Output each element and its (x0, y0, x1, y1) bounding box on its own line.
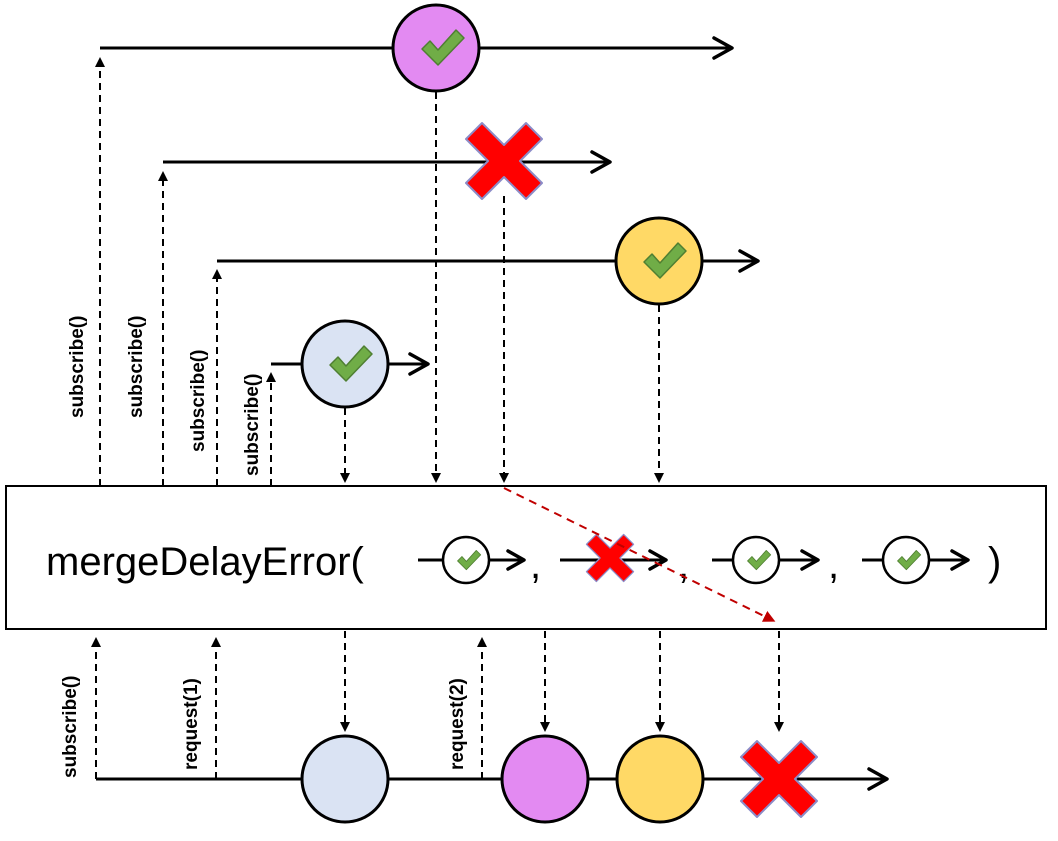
operator-mini-source-4 (862, 535, 970, 585)
request-2-label: request(2) (447, 678, 468, 770)
source-3-completion-marble (614, 216, 704, 306)
delayed-error-arrow (503, 487, 776, 622)
source-1-completion-marble (391, 3, 481, 93)
subscribe-label-source-2: subscribe() (126, 316, 147, 418)
separator-1: , (530, 543, 541, 587)
request-1-label: request(1) (181, 678, 202, 770)
operator-mini-source-2 (560, 533, 668, 583)
operator-box (5, 485, 1047, 630)
operator-mini-source-3 (712, 535, 820, 585)
operator-name: mergeDelayError( (46, 540, 365, 584)
source-4-completion-marble (300, 319, 390, 409)
subscribe-label-source-1: subscribe() (67, 316, 88, 418)
subscribe-label-source-3: subscribe() (188, 350, 209, 452)
subscribe-label-source-4: subscribe() (242, 374, 263, 476)
output-subscribe-label: subscribe() (60, 676, 81, 778)
operator-mini-source-1 (418, 535, 526, 585)
output-marble-yellow (615, 734, 705, 824)
separator-3: , (828, 543, 839, 587)
output-timeline (96, 767, 889, 791)
separator-2: , (678, 543, 689, 587)
operator-close-paren: ) (988, 540, 1001, 584)
output-marble-purple (500, 734, 590, 824)
source-2-timeline (163, 150, 612, 174)
output-marble-blue (300, 734, 390, 824)
